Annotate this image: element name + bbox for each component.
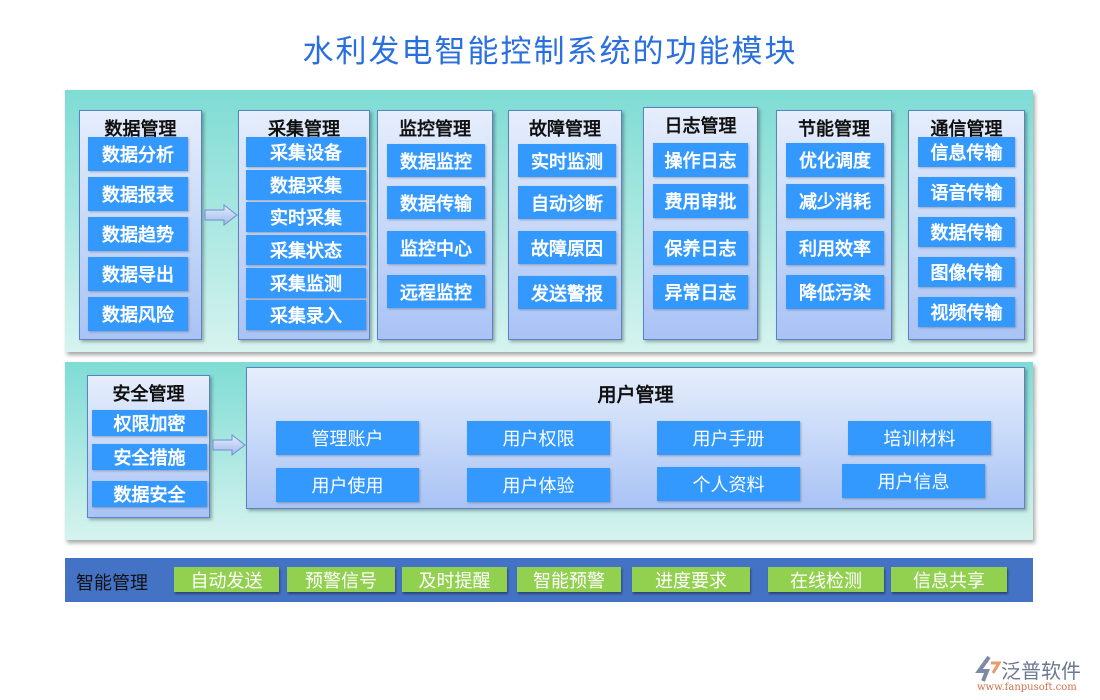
arrow-right-icon (204, 203, 238, 227)
module-title: 监控管理 (399, 119, 471, 140)
user-item[interactable]: 用户手册 (657, 421, 800, 455)
module-item[interactable]: 视频传输 (918, 297, 1015, 327)
module-item[interactable]: 数据导出 (88, 257, 188, 291)
module-item[interactable]: 实时采集 (246, 202, 366, 232)
module-title: 通信管理 (930, 119, 1003, 140)
module-item[interactable]: 降低污染 (786, 275, 884, 309)
user-item[interactable]: 培训材料 (848, 421, 991, 455)
module-item[interactable]: 语音传输 (918, 177, 1015, 207)
smart-item-button[interactable]: 预警信号 (287, 567, 395, 592)
module-item[interactable]: 数据趋势 (88, 217, 188, 251)
module-item[interactable]: 图像传输 (918, 257, 1015, 287)
module-item[interactable]: 操作日志 (653, 143, 748, 177)
module-title: 用户管理 (597, 384, 674, 406)
module-title: 采集管理 (268, 119, 340, 140)
page-title: 水利发电智能控制系统的功能模块 (302, 34, 798, 70)
logo-text: 泛普软件 (1001, 659, 1081, 683)
logo-mark-icon (975, 655, 1001, 682)
fanpu-logo: 泛普软件 www.fanpusoft.com (975, 655, 1095, 697)
module-item[interactable]: 保养日志 (653, 231, 748, 265)
module-item[interactable]: 数据传输 (918, 217, 1015, 247)
module-title: 日志管理 (664, 116, 737, 137)
user-item[interactable]: 个人资料 (657, 467, 800, 501)
module-item[interactable]: 故障原因 (518, 231, 616, 264)
module-item[interactable]: 数据监控 (387, 144, 485, 177)
smart-item-button[interactable]: 进度要求 (632, 567, 750, 592)
user-item[interactable]: 用户信息 (842, 464, 985, 498)
user-item[interactable]: 管理账户 (276, 421, 419, 455)
module-item[interactable]: 数据分析 (88, 137, 188, 171)
module-item[interactable]: 优化调度 (786, 143, 884, 177)
module-title: 安全管理 (112, 384, 185, 405)
module-item[interactable]: 数据采集 (246, 170, 366, 200)
module-title: 数据管理 (104, 119, 177, 140)
smart-management-label: 智能管理 (76, 573, 148, 594)
smart-item-button[interactable]: 智能预警 (517, 567, 621, 592)
module-item[interactable]: 减少消耗 (786, 184, 884, 218)
module-item[interactable]: 异常日志 (653, 275, 748, 309)
module-item[interactable]: 信息传输 (918, 137, 1015, 167)
module-item[interactable]: 实时监测 (518, 144, 616, 177)
security-item[interactable]: 权限加密 (92, 410, 207, 436)
module-item[interactable]: 监控中心 (387, 231, 485, 264)
arrow-right-icon (212, 433, 246, 457)
module-item[interactable]: 数据传输 (387, 186, 485, 219)
module-title: 故障管理 (529, 119, 601, 140)
module-item[interactable]: 远程监控 (387, 275, 485, 308)
module-item[interactable]: 数据风险 (88, 297, 188, 331)
smart-item-button[interactable]: 在线检测 (768, 567, 884, 592)
module-item[interactable]: 费用审批 (653, 184, 748, 218)
security-item[interactable]: 数据安全 (92, 481, 207, 507)
module-item[interactable]: 采集设备 (246, 137, 366, 167)
user-item[interactable]: 用户权限 (467, 421, 610, 455)
logo-url: www.fanpusoft.com (977, 682, 1077, 693)
module-item[interactable]: 采集状态 (246, 235, 366, 265)
user-item[interactable]: 用户体验 (467, 468, 610, 502)
module-item[interactable]: 自动诊断 (518, 186, 616, 219)
user-item[interactable]: 用户使用 (276, 468, 419, 502)
module-item[interactable]: 采集录入 (246, 300, 366, 330)
security-item[interactable]: 安全措施 (92, 444, 207, 470)
smart-item-button[interactable]: 信息共享 (891, 567, 1007, 592)
smart-item-button[interactable]: 及时提醒 (402, 567, 507, 592)
module-title: 节能管理 (798, 119, 870, 140)
module-item[interactable]: 采集监测 (246, 268, 366, 298)
smart-item-button[interactable]: 自动发送 (174, 567, 279, 592)
module-item[interactable]: 利用效率 (786, 231, 884, 265)
module-item[interactable]: 数据报表 (88, 177, 188, 211)
module-item[interactable]: 发送警报 (518, 276, 616, 309)
